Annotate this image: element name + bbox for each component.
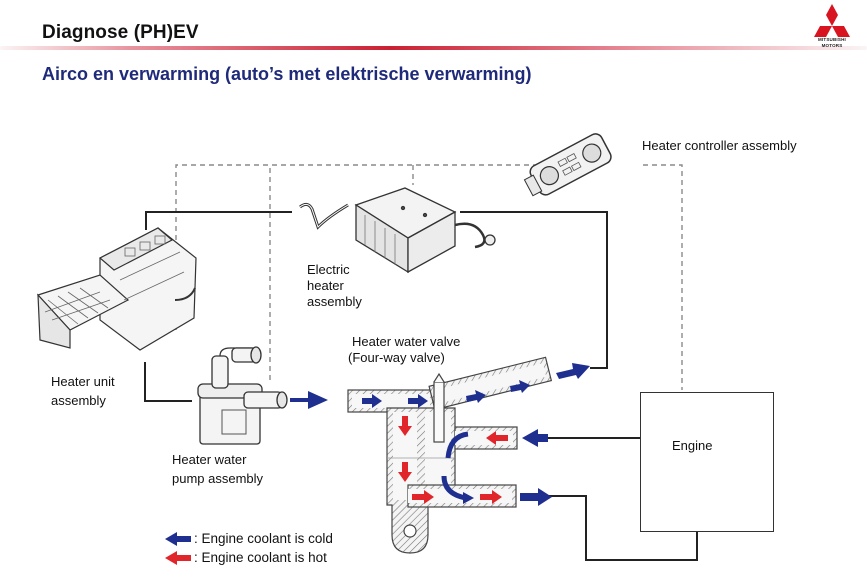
electric-heater-label-line2: heater bbox=[307, 278, 344, 293]
heater-unit-label-line2: assembly bbox=[51, 393, 106, 408]
heater-unit-icon bbox=[36, 227, 197, 351]
heater-water-pump-label-line1: Heater water bbox=[172, 452, 247, 467]
cold-flow-arrows bbox=[362, 380, 530, 504]
heater-water-valve-label-line2: (Four-way valve) bbox=[348, 350, 445, 365]
heater-controller-icon bbox=[523, 133, 612, 197]
legend-cold-text: : Engine coolant is cold bbox=[194, 531, 333, 546]
engine-label: Engine bbox=[672, 438, 713, 453]
title-divider bbox=[0, 46, 867, 50]
logo-text-line1: MITSUBISHI bbox=[817, 37, 846, 42]
electric-heater-label-line1: Electric bbox=[307, 262, 350, 277]
engine-box bbox=[640, 392, 774, 532]
hose-lines bbox=[144, 211, 698, 561]
hot-flow-arrows bbox=[398, 416, 508, 504]
external-flow-arrows bbox=[520, 363, 590, 506]
heater-water-valve-label-line1: Heater water valve bbox=[352, 334, 461, 349]
legend-cold: : Engine coolant is cold bbox=[165, 531, 333, 546]
heater-controller-label: Heater controller assembly bbox=[642, 138, 797, 153]
heater-unit-label-line1: Heater unit bbox=[51, 374, 115, 389]
mitsubishi-logo-icon bbox=[814, 4, 850, 37]
legend-hot-text: : Engine coolant is hot bbox=[194, 550, 327, 565]
slide-title: Diagnose (PH)EV bbox=[42, 22, 199, 43]
flow-arrow-pump-to-valve bbox=[290, 391, 328, 409]
blue-arrow-icon bbox=[165, 531, 191, 546]
red-arrow-icon bbox=[165, 550, 191, 565]
electric-heater-icon bbox=[299, 187, 496, 274]
heater-water-pump-icon bbox=[197, 346, 288, 445]
legend-hot: : Engine coolant is hot bbox=[165, 550, 327, 565]
slide-subtitle: Airco en verwarming (auto’s met elektris… bbox=[42, 64, 532, 84]
logo-text-line2: MOTORS bbox=[821, 43, 843, 48]
electric-heater-label-line3: assembly bbox=[307, 294, 362, 309]
heater-water-pump-label-line2: pump assembly bbox=[172, 471, 264, 486]
four-way-valve-icon bbox=[347, 356, 553, 554]
